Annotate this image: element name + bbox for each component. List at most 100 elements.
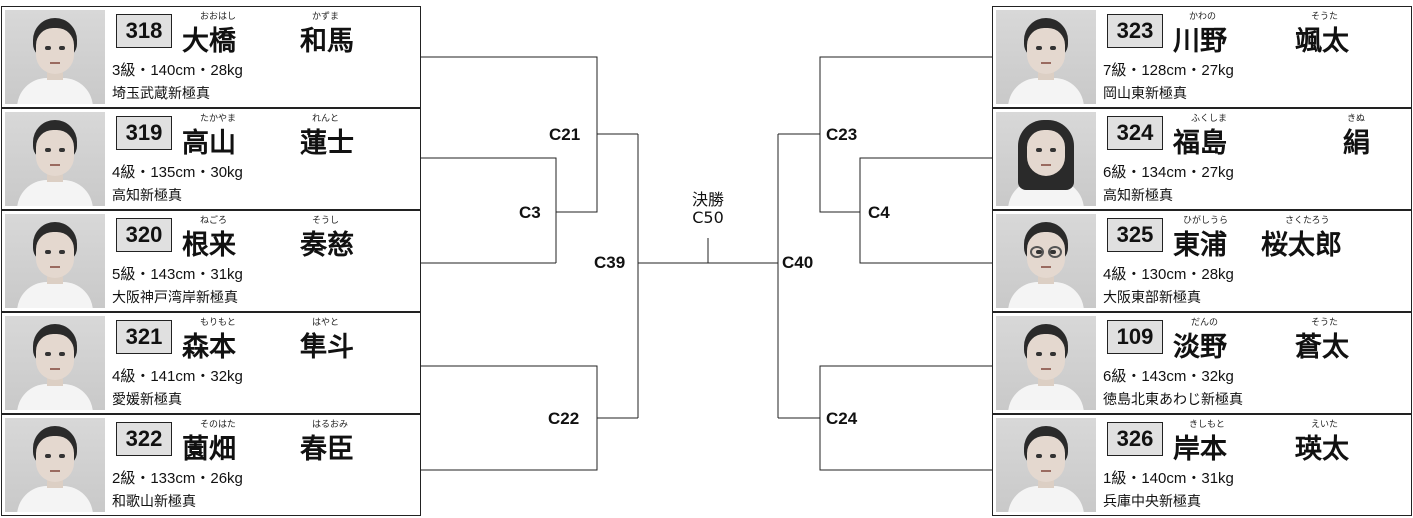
furigana-given: はるおみ bbox=[312, 420, 349, 430]
furigana-surname: もりもと bbox=[200, 318, 236, 328]
competitor-dojo: 高知新極真 bbox=[1103, 188, 1173, 204]
competitor-surname: 東浦 bbox=[1173, 230, 1227, 261]
furigana-given: はやと bbox=[312, 318, 340, 328]
competitor-card: 324 ふくしま きぬ 福島 絹 6級・134cm・27kg 高知新極真 bbox=[992, 108, 1412, 210]
competitor-number: 318 bbox=[116, 14, 172, 48]
competitor-stats: 4級・130cm・28kg bbox=[1103, 266, 1234, 283]
competitor-given-name: 桜太郎 bbox=[1261, 230, 1342, 261]
competitor-surname: 高山 bbox=[182, 128, 236, 159]
competitor-given-name: 春臣 bbox=[300, 434, 354, 465]
furigana-surname: おおはし bbox=[200, 12, 237, 22]
competitor-number: 322 bbox=[116, 422, 172, 456]
bout-label-c3: C3 bbox=[519, 203, 541, 222]
furigana-surname: きしもと bbox=[1189, 420, 1225, 430]
bout-label-c40: C40 bbox=[782, 253, 814, 272]
competitor-card: 109 だんの そうた 淡野 蒼太 6級・143cm・32kg 徳島北東あわじ新… bbox=[992, 312, 1412, 414]
furigana-surname: かわの bbox=[1189, 12, 1217, 22]
furigana-surname: ねごろ bbox=[200, 216, 228, 226]
competitor-number: 325 bbox=[1107, 218, 1163, 252]
competitor-photo bbox=[5, 214, 105, 308]
competitor-photo bbox=[996, 10, 1096, 104]
furigana-given: そうた bbox=[1311, 12, 1339, 22]
competitor-card: 326 きしもと えいた 岸本 瑛太 1級・140cm・31kg 兵庫中央新極真 bbox=[992, 414, 1412, 516]
bout-label-c24: C24 bbox=[826, 409, 858, 428]
furigana-surname: だんの bbox=[1191, 318, 1219, 328]
competitor-photo bbox=[5, 10, 105, 104]
competitor-dojo: 和歌山新極真 bbox=[112, 494, 196, 510]
competitor-number: 326 bbox=[1107, 422, 1163, 456]
competitor-dojo: 岡山東新極真 bbox=[1103, 86, 1187, 102]
bout-label-c39: C39 bbox=[594, 253, 626, 272]
final-title: 決勝 bbox=[691, 190, 724, 209]
competitor-stats: 6級・134cm・27kg bbox=[1103, 164, 1234, 181]
competitor-stats: 7級・128cm・27kg bbox=[1103, 62, 1234, 79]
competitor-dojo: 兵庫中央新極真 bbox=[1103, 494, 1201, 510]
competitor-surname: 川野 bbox=[1173, 26, 1227, 57]
competitor-dojo: 高知新極真 bbox=[112, 188, 182, 204]
competitor-photo bbox=[5, 316, 105, 410]
competitor-number: 319 bbox=[116, 116, 172, 150]
furigana-given: そうた bbox=[1311, 318, 1339, 328]
competitor-given-name: 蒼太 bbox=[1295, 332, 1349, 363]
competitor-surname: 森本 bbox=[182, 332, 236, 363]
competitor-stats: 4級・135cm・30kg bbox=[112, 164, 243, 181]
competitor-given-name: 隼斗 bbox=[300, 332, 354, 363]
competitor-dojo: 愛媛新極真 bbox=[112, 392, 182, 408]
competitor-card: 320 ねごろ そうし 根来 奏慈 5級・143cm・31kg 大阪神戸湾岸新極… bbox=[1, 210, 421, 312]
competitor-photo bbox=[5, 112, 105, 206]
furigana-surname: たかやま bbox=[200, 114, 237, 124]
furigana-surname: そのはた bbox=[200, 420, 236, 430]
competitor-card: 319 たかやま れんと 高山 蓮士 4級・135cm・30kg 高知新極真 bbox=[1, 108, 421, 210]
competitor-surname: 福島 bbox=[1173, 128, 1227, 159]
competitor-dojo: 大阪神戸湾岸新極真 bbox=[112, 290, 238, 306]
bout-label-c4: C4 bbox=[868, 203, 890, 222]
competitor-surname: 淡野 bbox=[1173, 332, 1227, 363]
competitor-photo bbox=[996, 418, 1096, 512]
furigana-given: かずま bbox=[312, 12, 340, 22]
competitor-number: 109 bbox=[1107, 320, 1163, 354]
competitor-given-name: 奏慈 bbox=[300, 230, 354, 261]
competitor-given-name: 絹 bbox=[1343, 128, 1370, 159]
bout-label-c22: C22 bbox=[548, 409, 580, 428]
competitor-dojo: 徳島北東あわじ新極真 bbox=[1103, 392, 1243, 408]
competitor-surname: 薗畑 bbox=[182, 434, 236, 465]
competitor-number: 320 bbox=[116, 218, 172, 252]
competitor-card: 318 おおはし かずま 大橋 和馬 3級・140cm・28kg 埼玉武蔵新極真 bbox=[1, 6, 421, 108]
bout-label-c23: C23 bbox=[826, 125, 858, 144]
competitor-photo bbox=[996, 214, 1096, 308]
competitor-card: 323 かわの そうた 川野 颯太 7級・128cm・27kg 岡山東新極真 bbox=[992, 6, 1412, 108]
furigana-surname: ひがしうら bbox=[1183, 216, 1229, 226]
bracket-line-c3 bbox=[421, 157, 557, 263]
competitor-photo bbox=[5, 418, 105, 512]
competitor-stats: 5級・143cm・31kg bbox=[112, 266, 243, 283]
competitor-card: 321 もりもと はやと 森本 隼斗 4級・141cm・32kg 愛媛新極真 bbox=[1, 312, 421, 414]
competitor-photo bbox=[996, 316, 1096, 410]
competitor-given-name: 瑛太 bbox=[1295, 434, 1349, 465]
furigana-given: さくたろう bbox=[1285, 216, 1330, 226]
competitor-given-name: 和馬 bbox=[300, 26, 354, 57]
competitor-photo bbox=[996, 112, 1096, 206]
bracket-line-c4 bbox=[859, 157, 992, 264]
furigana-given: えいた bbox=[1311, 420, 1339, 430]
competitor-surname: 岸本 bbox=[1173, 434, 1227, 465]
competitor-number: 323 bbox=[1107, 14, 1163, 48]
competitor-stats: 2級・133cm・26kg bbox=[112, 470, 243, 487]
furigana-given: そうし bbox=[312, 216, 340, 226]
competitor-card: 325 ひがしうら さくたろう 東浦 桜太郎 4級・130cm・28kg 大阪東… bbox=[992, 210, 1412, 312]
competitor-dojo: 大阪東部新極真 bbox=[1103, 290, 1201, 306]
competitor-surname: 根来 bbox=[182, 230, 236, 261]
competitor-number: 321 bbox=[116, 320, 172, 354]
competitor-stats: 3級・140cm・28kg bbox=[112, 62, 243, 79]
competitor-surname: 大橋 bbox=[182, 26, 236, 57]
competitor-stats: 6級・143cm・32kg bbox=[1103, 368, 1234, 385]
competitor-given-name: 蓮士 bbox=[300, 128, 354, 159]
competitor-stats: 1級・140cm・31kg bbox=[1103, 470, 1234, 487]
competitor-given-name: 颯太 bbox=[1295, 26, 1349, 57]
competitor-dojo: 埼玉武蔵新極真 bbox=[112, 86, 210, 102]
competitor-card: 322 そのはた はるおみ 薗畑 春臣 2級・133cm・26kg 和歌山新極真 bbox=[1, 414, 421, 516]
final-code: C50 bbox=[692, 208, 724, 227]
bout-label-c21: C21 bbox=[549, 125, 581, 144]
furigana-surname: ふくしま bbox=[1191, 114, 1228, 124]
furigana-given: きぬ bbox=[1347, 114, 1366, 124]
